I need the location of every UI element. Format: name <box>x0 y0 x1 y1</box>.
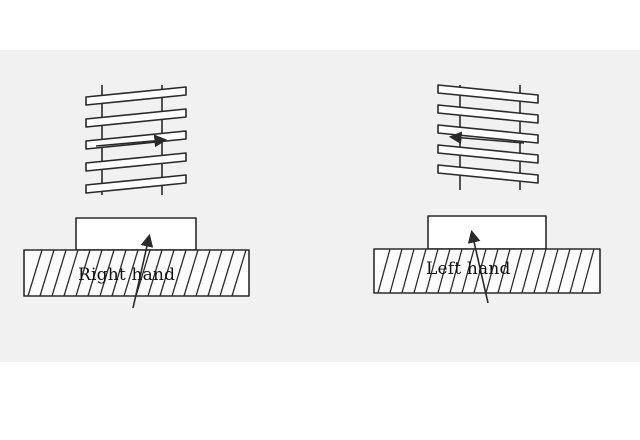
thread-diagram <box>23 84 601 309</box>
left-hand-thread-coils <box>437 84 539 184</box>
right-hand-label: Right hand <box>78 265 176 285</box>
left-hand-nut <box>427 215 547 250</box>
right-hand-pointer-arrow <box>132 233 154 309</box>
left-hand-base-block <box>373 248 601 294</box>
right-hand-base-block <box>23 249 250 297</box>
right-hand-nut <box>75 217 197 251</box>
right-hand-thread-group <box>23 85 250 309</box>
left-hand-coil-arrow <box>448 131 525 145</box>
left-hand-label: Left hand <box>426 259 511 279</box>
left-hand-pointer-arrow <box>467 229 489 304</box>
left-hand-thread-group <box>373 84 601 304</box>
right-hand-coil-arrow <box>95 134 168 148</box>
